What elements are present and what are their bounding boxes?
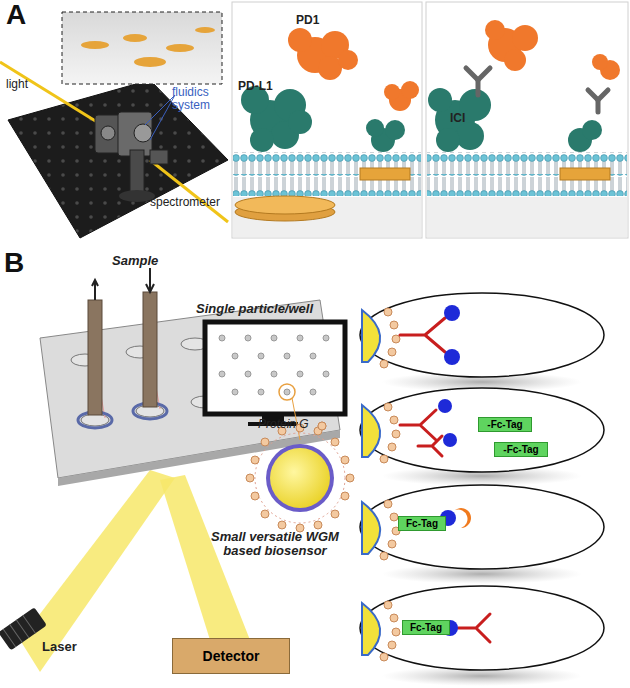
light-label: light — [6, 78, 46, 91]
protein-g-symbol — [318, 422, 326, 430]
tag-box: Fc-Tag — [398, 516, 446, 531]
microsphere — [246, 422, 354, 532]
protein-g-label: Protein G — [258, 418, 320, 431]
node-text: Fc-Tag — [408, 622, 444, 633]
tag-box: -Fc-Tag — [478, 417, 532, 432]
monitor — [205, 322, 345, 440]
fluidics-label: fluidics system — [172, 86, 228, 112]
inhibitor-label: ICI — [450, 112, 474, 125]
protein-label: PD-L1 — [238, 80, 282, 93]
sample-label: Sample — [112, 254, 172, 268]
protein-label: PD1 — [296, 14, 326, 27]
laser-label: Laser — [42, 640, 86, 654]
inhibitor-panel — [426, 2, 628, 238]
monitor-label: Single particle/well — [196, 302, 356, 316]
node-text: -Fc-Tag — [485, 419, 524, 430]
panel-letter: A — [6, 0, 36, 31]
node-text: -Fc-Tag — [501, 444, 540, 455]
node-text: Fc-Tag — [404, 518, 440, 529]
detector-box: Detector — [172, 638, 290, 674]
membrane-panel — [232, 2, 422, 238]
tag-box: -Fc-Tag — [494, 442, 548, 457]
sensor-caption: Small versatile WGM based biosensor — [200, 530, 350, 559]
panel-letter: B — [4, 248, 34, 279]
spectrometer-label: spectrometer — [150, 196, 230, 209]
tag-box: Fc-Tag — [402, 620, 450, 635]
assay-ellipses — [360, 293, 604, 686]
node-text: Detector — [201, 648, 262, 664]
